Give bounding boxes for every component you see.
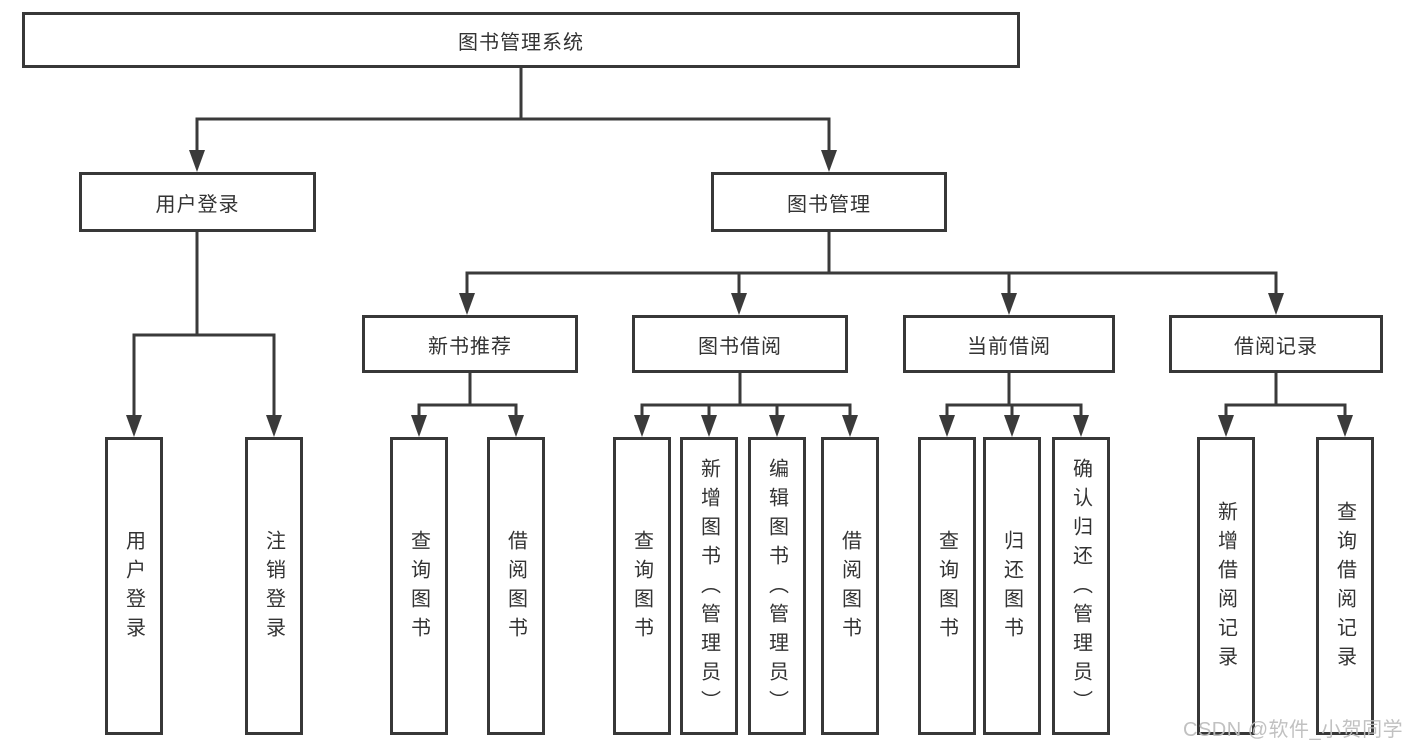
leaf-borrow-books: 借阅图书	[487, 437, 545, 735]
leaf-return-books: 归还图书	[983, 437, 1041, 735]
leaf-edit-books-admin: 编辑图书（管理员）	[748, 437, 806, 735]
leaf-add-borrow-record: 新增借阅记录	[1197, 437, 1255, 735]
leaf-query-borrow-record: 查询借阅记录	[1316, 437, 1374, 735]
leaf-add-books-admin: 新增图书（管理员）	[680, 437, 738, 735]
leaf-confirm-return-admin: 确认归还（管理员）	[1052, 437, 1110, 735]
node-root-system: 图书管理系统	[22, 12, 1020, 68]
leaf-query-books-3: 查询图书	[918, 437, 976, 735]
leaf-user-login: 用户登录	[105, 437, 163, 735]
leaf-query-books-2: 查询图书	[613, 437, 671, 735]
node-new-book-recommend: 新书推荐	[362, 315, 578, 373]
leaf-query-books: 查询图书	[390, 437, 448, 735]
node-user-login: 用户登录	[79, 172, 316, 232]
node-book-borrowing: 图书借阅	[632, 315, 848, 373]
node-book-management: 图书管理	[711, 172, 947, 232]
leaf-logout: 注销登录	[245, 437, 303, 735]
arrowhead-icons	[126, 150, 1353, 437]
node-current-borrowing: 当前借阅	[903, 315, 1115, 373]
csdn-watermark: CSDN @软件_小贺同学	[1183, 719, 1404, 741]
leaf-borrow-books-2: 借阅图书	[821, 437, 879, 735]
node-borrow-records: 借阅记录	[1169, 315, 1383, 373]
